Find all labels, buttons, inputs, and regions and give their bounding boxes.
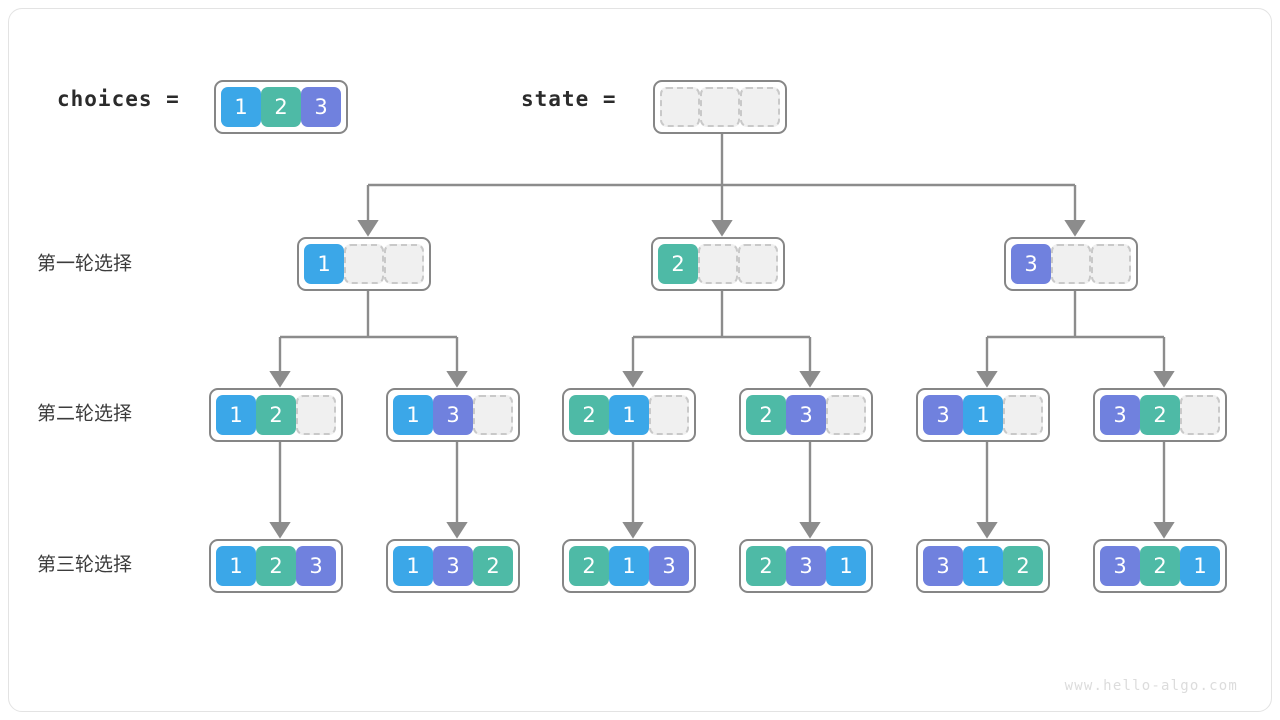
state-cell-0 [660, 87, 700, 127]
r3n5-cell-1: 1 [963, 546, 1003, 586]
tree-node-r1-n1: 1 [297, 237, 431, 291]
r2n3-cell-2 [649, 395, 689, 435]
r1n2-cell-2 [738, 244, 778, 284]
state-array [653, 80, 787, 134]
r2n5-cell-2 [1003, 395, 1043, 435]
choices-label: choices = [57, 87, 180, 111]
r3n3-cell-1: 1 [609, 546, 649, 586]
r2n1-cell-2 [296, 395, 336, 435]
r2n5-cell-0: 3 [923, 395, 963, 435]
r3n6-cell-2: 1 [1180, 546, 1220, 586]
state-label: state = [521, 87, 617, 111]
r2n1-cell-0: 1 [216, 395, 256, 435]
r3n4-cell-2: 1 [826, 546, 866, 586]
r2n1-cell-1: 2 [256, 395, 296, 435]
r2n5-cell-1: 1 [963, 395, 1003, 435]
r3n2-cell-1: 3 [433, 546, 473, 586]
r3n5-cell-2: 2 [1003, 546, 1043, 586]
diagram-frame [8, 8, 1272, 712]
r3n1-cell-2: 3 [296, 546, 336, 586]
row-label-round-1: 第一轮选择 [37, 252, 133, 275]
r2n2-cell-0: 1 [393, 395, 433, 435]
r3n4-cell-0: 2 [746, 546, 786, 586]
r3n5-cell-0: 3 [923, 546, 963, 586]
state-cell-2 [740, 87, 780, 127]
r3n4-cell-1: 3 [786, 546, 826, 586]
tree-node-r1-n3: 3 [1004, 237, 1138, 291]
r3n6-cell-1: 2 [1140, 546, 1180, 586]
row-label-round-2: 第二轮选择 [37, 402, 133, 425]
r2n4-cell-1: 3 [786, 395, 826, 435]
r3n2-cell-0: 1 [393, 546, 433, 586]
r1n2-cell-1 [698, 244, 738, 284]
r2n6-cell-0: 3 [1100, 395, 1140, 435]
choices-cell-2: 3 [301, 87, 341, 127]
r3n2-cell-2: 2 [473, 546, 513, 586]
r2n2-cell-1: 3 [433, 395, 473, 435]
r3n1-cell-1: 2 [256, 546, 296, 586]
r2n2-cell-2 [473, 395, 513, 435]
watermark: www.hello-algo.com [1064, 678, 1238, 694]
r2n4-cell-0: 2 [746, 395, 786, 435]
r1n3-cell-2 [1091, 244, 1131, 284]
r3n3-cell-2: 3 [649, 546, 689, 586]
state-cell-1 [700, 87, 740, 127]
choices-cell-1: 2 [261, 87, 301, 127]
choices-cell-0: 1 [221, 87, 261, 127]
r1n2-cell-0: 2 [658, 244, 698, 284]
tree-node-r1-n2: 2 [651, 237, 785, 291]
r1n3-cell-0: 3 [1011, 244, 1051, 284]
r1n3-cell-1 [1051, 244, 1091, 284]
r2n3-cell-0: 2 [569, 395, 609, 435]
r2n3-cell-1: 1 [609, 395, 649, 435]
r3n6-cell-0: 3 [1100, 546, 1140, 586]
r2n6-cell-2 [1180, 395, 1220, 435]
r2n4-cell-2 [826, 395, 866, 435]
r1n1-cell-0: 1 [304, 244, 344, 284]
r3n3-cell-0: 2 [569, 546, 609, 586]
r1n1-cell-1 [344, 244, 384, 284]
r1n1-cell-2 [384, 244, 424, 284]
r3n1-cell-0: 1 [216, 546, 256, 586]
row-label-round-3: 第三轮选择 [37, 553, 133, 576]
r2n6-cell-1: 2 [1140, 395, 1180, 435]
